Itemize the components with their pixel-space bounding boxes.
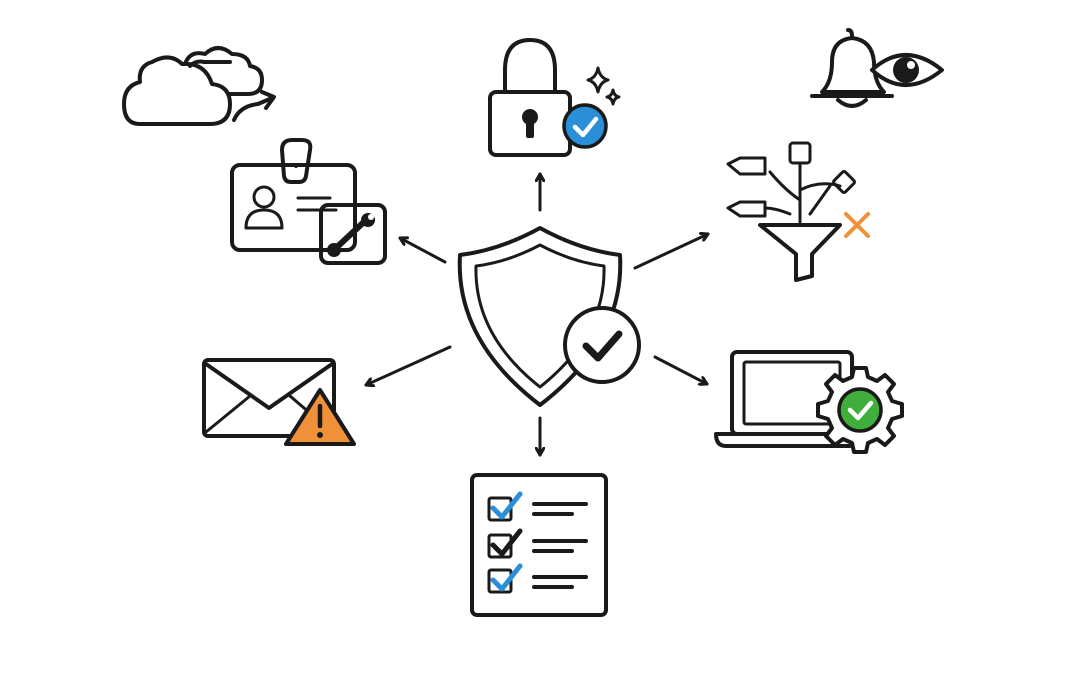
id-card-wrench-icon <box>230 138 387 265</box>
sparkle-icon <box>586 66 610 94</box>
laptop-gear-check-icon <box>714 350 904 454</box>
funnel-filter-icon <box>726 141 870 282</box>
arrows <box>364 172 710 457</box>
arrow-up-left <box>398 238 447 264</box>
email-warning-icon <box>202 358 356 446</box>
arrow-down-left <box>364 345 452 385</box>
shield-check-icon <box>457 226 641 407</box>
sparkle-icon <box>605 88 621 106</box>
checklist-icon <box>470 473 608 617</box>
arrow-up-right <box>633 234 710 270</box>
cloud-sync-icon <box>122 46 276 126</box>
bell-eye-icon <box>810 28 944 108</box>
arrow-down-right <box>653 355 709 384</box>
lock-verified-icon <box>488 38 621 157</box>
